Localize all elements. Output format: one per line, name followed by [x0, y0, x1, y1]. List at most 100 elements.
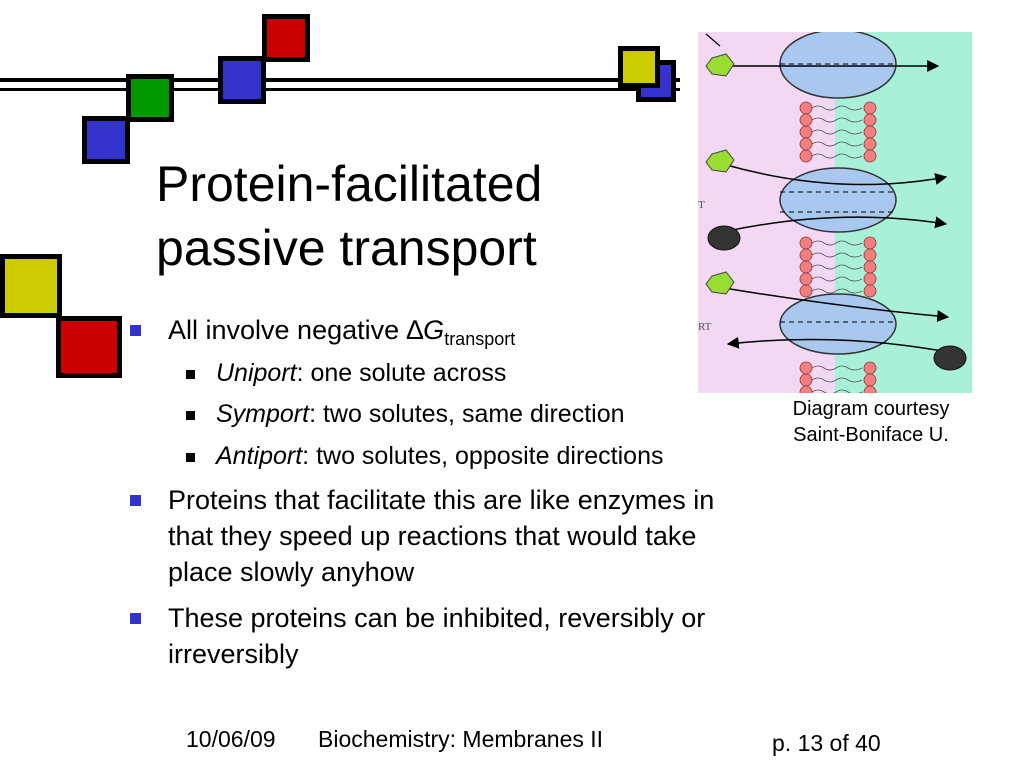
caption-line-1: Diagram courtesy [792, 398, 950, 420]
decor-square-green [126, 74, 174, 122]
bullet-marker [130, 325, 141, 336]
subbullet-text: Symport: two solutes, same direction [216, 398, 625, 430]
bullet-line: Proteins that facilitate this are like e… [168, 485, 715, 515]
lipid-head [799, 149, 813, 163]
membrane-transport-diagram: T RT [698, 32, 972, 393]
lipid-head [799, 284, 813, 298]
decor-square-red-left [56, 316, 122, 378]
arrow-top-corner [705, 33, 721, 47]
lipid-head [799, 137, 813, 151]
lipid-tail [811, 153, 863, 159]
bullet-text: All involve negative ∆Gtransport [168, 312, 515, 357]
footer-course: Biochemistry: Membranes II [318, 726, 604, 752]
arrow-symport-2 [722, 216, 948, 233]
lipid-head [799, 125, 813, 139]
bullet-marker [130, 495, 141, 506]
lipid-tail [811, 377, 863, 383]
solute-green [705, 149, 735, 173]
bullet-line: that they speed up reactions that would … [168, 521, 697, 551]
title-line-1: Protein-facilitated [156, 156, 543, 212]
decor-line-top [0, 78, 680, 82]
subbullet-marker [186, 370, 195, 379]
lipid-tail [811, 105, 863, 111]
decor-square-yellow-left [0, 254, 62, 318]
lipid-bilayer [799, 101, 877, 393]
uniport-desc: : one solute across [296, 359, 507, 387]
protein-uniport [779, 32, 897, 99]
title-line-2: passive transport [156, 220, 537, 276]
lipid-tail [811, 365, 863, 371]
g-symbol: G [423, 315, 445, 345]
lipid-head [863, 248, 877, 262]
lipid-head [799, 101, 813, 115]
uniport-term: Uniport [216, 359, 297, 387]
bullet-line: These proteins can be inhibited, reversi… [168, 603, 706, 633]
decor-line-top-2 [0, 88, 680, 91]
symport-desc: : two solutes, same direction [309, 400, 625, 428]
lipid-tail [811, 240, 863, 246]
bullet-line: place slowly anyhow [168, 557, 415, 587]
footer-page-number: p. 13 of 40 [772, 730, 881, 756]
lipid-head [799, 361, 813, 375]
slide-title: Protein-facilitated passive transport [156, 152, 676, 280]
decor-square-yellow-right [618, 46, 660, 88]
subbullet-marker [186, 411, 195, 420]
solute-green [705, 271, 735, 295]
footer-date: 10/06/09 [186, 726, 276, 752]
lipid-head [863, 149, 877, 163]
lipid-head [863, 101, 877, 115]
bullet-line: irreversibly [168, 639, 299, 669]
delta-symbol: ∆ [406, 315, 424, 345]
arrow-symport-1 [722, 163, 948, 186]
diagram-label-rt: RT [698, 321, 712, 333]
arrow-antiport-out [726, 336, 949, 353]
decor-square-red-top [262, 14, 310, 62]
lipid-head [863, 113, 877, 127]
lipid-head [799, 113, 813, 127]
caption-line-2: Saint-Boniface U. [793, 424, 949, 446]
decor-square-blue-left [82, 116, 130, 164]
symport-term: Symport [216, 400, 310, 428]
lipid-tail [811, 389, 863, 393]
subbullet-text: Uniport: one solute across [216, 357, 506, 389]
bullet-marker [130, 613, 141, 624]
lipid-head [799, 260, 813, 274]
lipid-tail [811, 288, 863, 294]
solute-dark [933, 345, 967, 371]
decor-square-blue-top [218, 56, 266, 104]
lipid-tail [811, 141, 863, 147]
diagram-label-t: T [698, 199, 705, 211]
lipid-head [863, 236, 877, 250]
solute-green [705, 53, 735, 77]
lipid-tail [811, 129, 863, 135]
lipid-head [863, 361, 877, 375]
lipid-head [863, 373, 877, 387]
lipid-tail [811, 276, 863, 282]
lipid-head [863, 260, 877, 274]
lipid-head [799, 373, 813, 387]
bullet-text-main: All involve negative [168, 315, 407, 345]
lipid-head [863, 385, 877, 393]
lipid-head [799, 272, 813, 286]
protein-symport [779, 167, 897, 233]
bullet-text: These proteins can be inhibited, reversi… [168, 600, 705, 672]
bullet-text: Proteins that facilitate this are like e… [168, 482, 714, 590]
antiport-term: Antiport [216, 442, 303, 470]
lipid-head [863, 137, 877, 151]
lipid-head [799, 248, 813, 262]
lipid-tail [811, 252, 863, 258]
transport-subscript: transport [444, 329, 516, 349]
subbullet-marker [186, 453, 195, 462]
lipid-head [863, 284, 877, 298]
lipid-tail [811, 117, 863, 123]
lipid-head [863, 125, 877, 139]
antiport-desc: : two solutes, opposite directions [302, 442, 664, 470]
subbullet-text: Antiport: two solutes, opposite directio… [216, 440, 663, 472]
lipid-head [799, 236, 813, 250]
solute-dark [707, 225, 741, 251]
lipid-tail [811, 264, 863, 270]
protein-antiport [779, 293, 897, 355]
lipid-head [863, 272, 877, 286]
diagram-caption: Diagram courtesy Saint-Boniface U. [768, 396, 974, 448]
arrow-antiport-in [717, 286, 950, 322]
